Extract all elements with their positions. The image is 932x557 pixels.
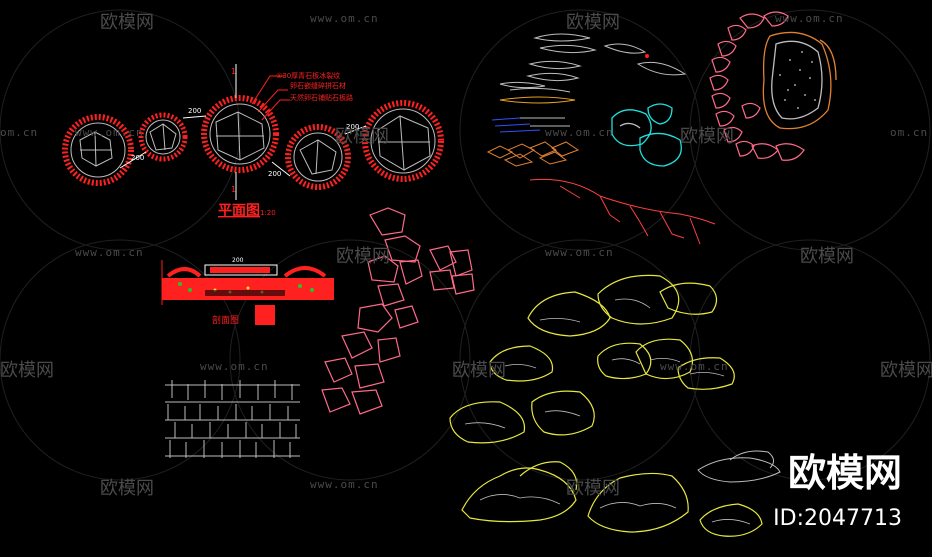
watermark-logo: 欧模网 [566,478,620,499]
watermark-url: www.om.cn [75,246,144,259]
note-label: ①30厚青石板冰裂纹 [276,71,340,80]
stepping-stone-path [321,207,475,415]
section-mark: 1 [231,67,236,76]
rock-texture-dots [779,51,816,109]
watermark-logo: 欧模网 [0,360,54,381]
note-label: 卵石嵌缝碎拼石材 [290,81,346,90]
pink-rock-chain [709,11,805,161]
dimension-label: 200 [232,257,244,264]
dimension-label: 200 [188,107,201,115]
stepping-circle [285,124,351,190]
stepping-circle [201,95,279,173]
brand-id: ID:2047713 [773,506,902,531]
dimension-label: 200 [346,123,359,131]
watermark-logo: 欧模网 [800,246,854,267]
section-label: 剖面图 [212,314,239,326]
orange-rock [762,31,837,130]
yellow-boulders [449,274,763,537]
watermark-logo: 欧模网 [566,12,620,33]
section-mark: 1 [231,185,236,194]
gray-small-rocks [697,450,781,483]
watermark-url: www.om.cn [200,360,269,373]
dimension-label: 200 [131,154,144,162]
stepping-circle [62,114,134,186]
watermark-url: om.cn [890,126,929,139]
stepping-circle [138,112,188,162]
red-branch-lines [529,178,716,245]
brand-name: 欧模网 [787,451,902,495]
watermark-logo: 欧模网 [100,478,154,499]
watermark-url: www.om.cn [545,246,614,259]
watermark-url: om.cn [0,126,39,139]
plan-scale: 1:20 [260,209,276,217]
watermark-url: www.om.cn [310,478,379,491]
paving-pattern [165,380,300,458]
boulder-texture [464,298,751,525]
watermark-logo: 欧模网 [100,12,154,33]
watermark-circles [0,9,931,481]
watermark-logo: 欧模网 [336,246,390,267]
watermark-url: www.om.cn [75,126,144,139]
watermark-logo: 欧模网 [880,360,932,381]
watermark-logo: 欧模网 [335,126,389,147]
watermark-logo: 欧模网 [452,360,506,381]
cyan-rocks [611,103,682,167]
plan-title: 平面图 [218,203,260,219]
watermark-url: www.om.cn [310,12,379,25]
watermark-url: www.om.cn [660,360,729,373]
pebble-samples [491,33,687,133]
stepping-circle [362,100,444,182]
watermark-url: www.om.cn [775,12,844,25]
watermark-url: www.om.cn [545,126,614,139]
dimension-label: 200 [268,170,281,178]
section-view: 剖面图 200 [161,257,334,326]
orange-pebble-row [486,141,580,167]
plan-view-stepping-circles: 200 200 200 200 ①30厚青石板冰裂纹 卵石嵌缝碎拼石材 天然卵石… [62,64,444,219]
note-label: 天然卵石铺贴石板路 [290,93,353,102]
watermark-logo: 欧模网 [680,126,734,147]
